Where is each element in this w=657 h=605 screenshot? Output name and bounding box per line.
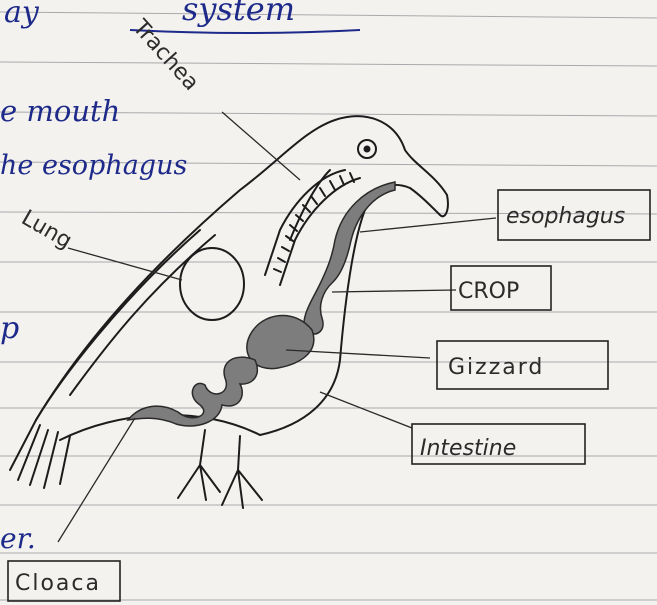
bird-tail-feathers — [10, 420, 70, 488]
label-crop: CROP — [458, 279, 519, 304]
note-line-1: e mouth — [0, 94, 120, 128]
heading-right-fragment: system — [182, 0, 295, 28]
note-line-2: he esophagus — [0, 150, 187, 181]
bird-right-leg — [222, 436, 262, 508]
note-line-3: p — [0, 311, 19, 346]
note-line-4: er. — [0, 522, 36, 555]
gizzard-shape — [247, 315, 314, 368]
bird-left-leg — [178, 430, 220, 500]
crop-leader-line — [332, 290, 456, 292]
lung-shape — [180, 248, 244, 320]
label-gizzard: Gizzard — [448, 355, 544, 380]
label-esophagus: esophagus — [506, 204, 625, 229]
trachea-leader-line — [222, 112, 300, 180]
lung-leader-line — [68, 248, 182, 280]
esophagus-leader-line — [360, 218, 496, 232]
heading-left-fragment: ay — [4, 0, 40, 30]
heading: ay system — [4, 0, 360, 33]
label-cloaca: Cloaca — [15, 571, 101, 596]
heading-underline — [130, 30, 360, 33]
label-intestine: Intestine — [420, 436, 516, 461]
intestine-leader-line — [320, 392, 412, 428]
label-lung: Lung — [17, 206, 76, 255]
digestive-tract — [128, 182, 395, 426]
